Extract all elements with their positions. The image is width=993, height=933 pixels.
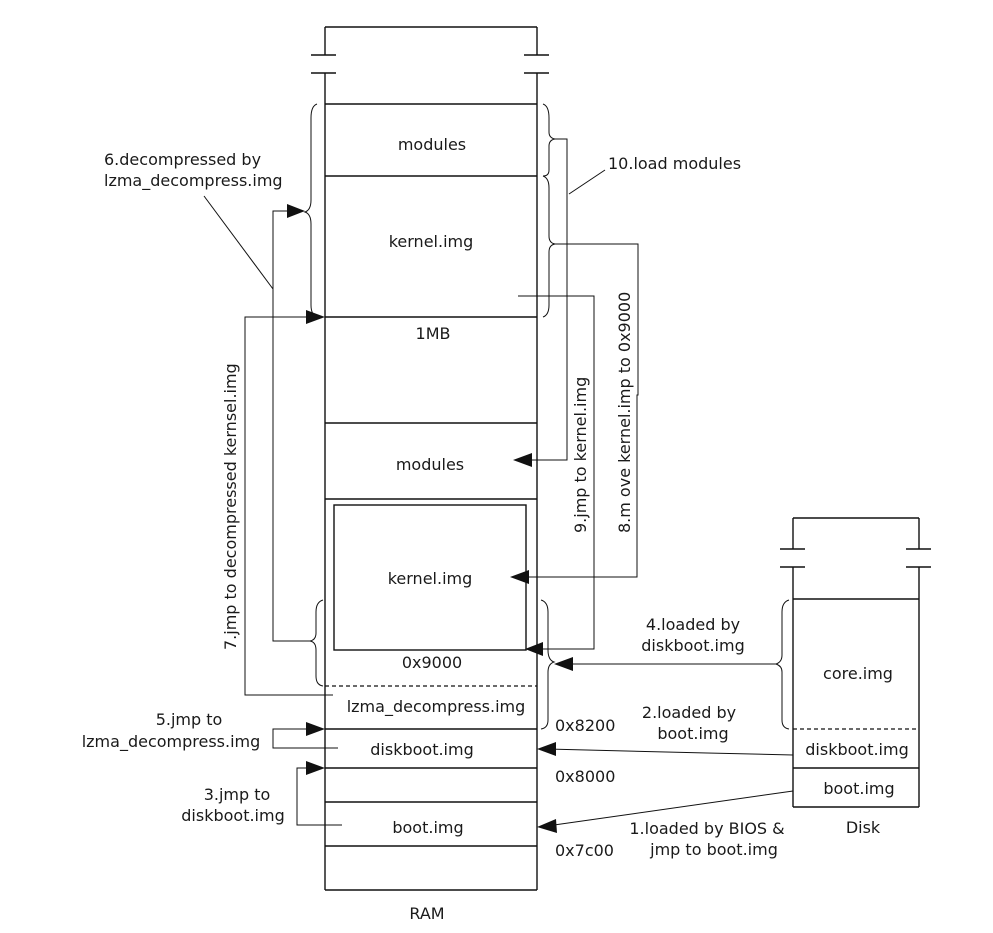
step-2-label-line2: boot.img	[657, 724, 728, 743]
step-labels: 6.decompressed by lzma_decompress.img 10…	[82, 150, 785, 859]
arrow-10-leader	[568, 169, 606, 195]
arrow-8-line	[525, 243, 639, 578]
step-9-label: 9.jmp to kernel.img	[571, 377, 590, 533]
ram-kernel-low: kernel.img	[388, 569, 473, 588]
arrow-5-line	[272, 728, 338, 749]
ram-0x9000-label: 0x9000	[402, 653, 462, 672]
step-5-label-line1: 5.jmp to	[156, 710, 223, 729]
disk-diskboot: diskboot.img	[805, 740, 908, 759]
step-4-label-line1: 4.loaded by	[646, 615, 740, 634]
ram-break-left	[311, 54, 336, 74]
arrows	[203, 138, 794, 833]
brace-core-ram	[540, 599, 556, 730]
disk-break-right	[906, 548, 931, 568]
addr-0x8000: 0x8000	[555, 767, 615, 786]
step-6-label-line1: 6.decompressed by	[104, 150, 261, 169]
disk-column: core.img diskboot.img boot.img Disk	[780, 517, 931, 837]
step-10-label: 10.load modules	[608, 154, 741, 173]
ram-label: RAM	[409, 904, 444, 923]
arrow-9-line	[518, 295, 595, 650]
step-7-label: 7.jmp to decompressed kernsel.img	[221, 363, 240, 650]
step-8-label: 8.m ove kernel.imp to 0x9000	[615, 292, 634, 533]
step-6-label-line2: lzma_decompress.img	[104, 171, 283, 191]
ram-column: modules kernel.img 1MB modules kernel.im…	[311, 26, 615, 923]
step-2-label-line1: 2.loaded by	[642, 703, 736, 722]
arrow-10-head	[513, 453, 532, 467]
disk-core: core.img	[823, 664, 893, 683]
arrow-6-leader	[203, 195, 274, 290]
arrow-7-line	[244, 316, 333, 696]
step-1-label-line1: 1.loaded by BIOS &	[629, 819, 784, 838]
ram-1mb-label: 1MB	[416, 324, 451, 343]
arrow-7-head	[306, 310, 325, 324]
step-4-label-line2: diskboot.img	[641, 636, 744, 655]
step-5-label-line2: lzma_decompress.img	[82, 732, 261, 752]
brace-decompressed	[303, 103, 318, 318]
arrow-10-line	[528, 138, 568, 461]
step-1-label-line2: jmp to boot.img	[649, 840, 778, 859]
step-3-label-line2: diskboot.img	[181, 806, 284, 825]
brace-modules-high	[542, 103, 556, 177]
arrow-1-head	[537, 819, 557, 833]
arrow-9-head	[525, 642, 543, 656]
arrow-6-head	[287, 204, 305, 218]
ram-lzma-decompress: lzma_decompress.img	[347, 697, 526, 717]
disk-boot: boot.img	[823, 779, 894, 798]
brace-core-disk	[774, 599, 790, 730]
arrow-4-head	[554, 657, 573, 671]
arrow-6-line	[272, 210, 310, 642]
step-3-label-line1: 3.jmp to	[204, 785, 271, 804]
arrow-2-line	[546, 748, 794, 756]
arrow-3-head	[306, 761, 325, 775]
ram-diskboot: diskboot.img	[370, 740, 473, 759]
arrow-8-head	[510, 570, 529, 584]
arrow-1-line	[546, 790, 794, 827]
addr-0x8200: 0x8200	[555, 716, 615, 735]
brace-kernel-compressed	[309, 599, 324, 687]
disk-label: Disk	[846, 818, 881, 837]
ram-modules-low: modules	[396, 455, 464, 474]
ram-kernel-high: kernel.img	[389, 232, 474, 251]
addr-0x7c00: 0x7c00	[555, 841, 614, 860]
disk-break-left	[780, 548, 805, 568]
ram-modules-high: modules	[398, 135, 466, 154]
arrow-2-head	[537, 742, 556, 756]
arrow-3-line	[296, 767, 342, 826]
ram-break-right	[524, 54, 549, 74]
ram-boot: boot.img	[392, 818, 463, 837]
arrow-5-head	[306, 722, 325, 736]
